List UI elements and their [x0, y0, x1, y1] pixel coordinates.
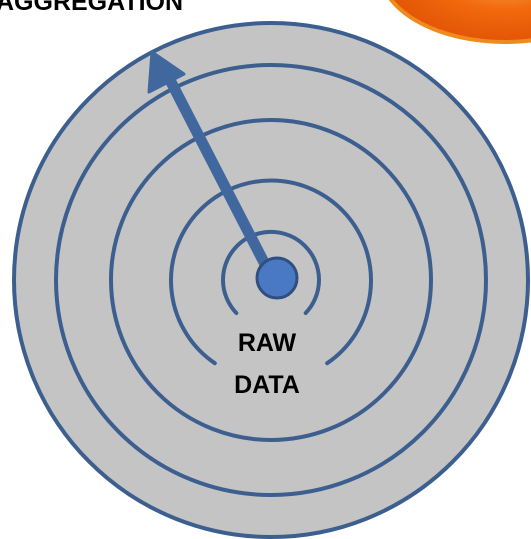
center-dot	[255, 256, 299, 300]
aggregation-arrow-shaft	[164, 74, 277, 282]
ring-4	[54, 63, 488, 497]
raw-data-label-line1: RAW	[238, 329, 297, 357]
aggregation-arrow-head	[147, 50, 186, 94]
corner-orange-shape	[388, 0, 531, 44]
ring-2	[169, 178, 373, 366]
aggregation-label: AGGREGATION	[0, 0, 183, 16]
ring-3	[109, 118, 433, 442]
ring-1	[221, 229, 321, 315]
raw-data-label-line2: DATA	[234, 371, 300, 399]
